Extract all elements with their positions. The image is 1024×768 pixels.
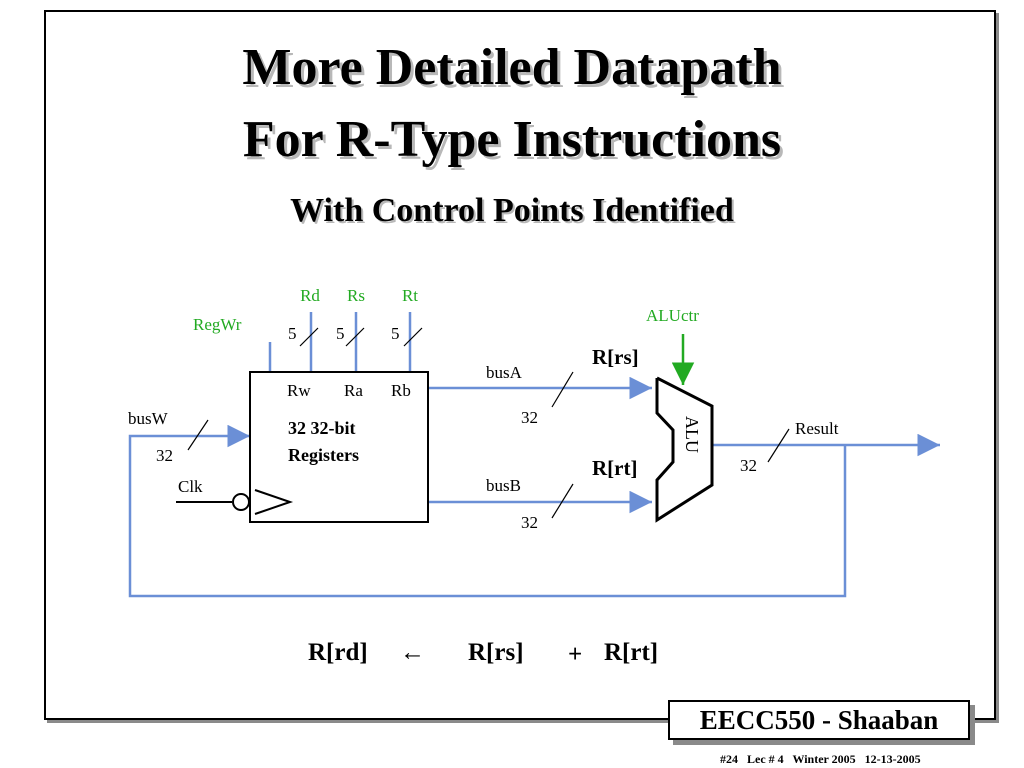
result-width: 32 <box>740 456 757 475</box>
port-rb: Rb <box>391 381 411 400</box>
equation-arrow: ← <box>400 639 425 666</box>
slide-footer: #24 Lec # 4 Winter 2005 12-13-2005 <box>720 752 921 766</box>
clk-inverter-bubble <box>232 493 250 511</box>
clock-edge-symbol <box>254 489 294 515</box>
equation-src2: R[rt] <box>604 639 658 666</box>
register-file <box>249 371 429 523</box>
port-rw: Rw <box>287 381 311 400</box>
course-badge: EECC550 - Shaaban <box>668 700 970 740</box>
slide-subtitle: With Control Points Identified <box>290 192 734 229</box>
equation-src1: R[rs] <box>468 639 524 666</box>
busw-width: 32 <box>156 446 173 465</box>
port-ra: Ra <box>344 381 363 400</box>
alu-input-a-label: R[rs] <box>592 345 639 369</box>
alu-shape <box>655 376 714 523</box>
clk-label: Clk <box>178 477 203 496</box>
alu-input-b-label: R[rt] <box>592 456 637 480</box>
slide-title-line-2: For R-Type Instructions <box>242 111 782 168</box>
busa-label: busA <box>486 363 523 382</box>
alu-label: ALU <box>682 416 702 453</box>
busb-width: 32 <box>521 513 538 532</box>
slide-title-line-1: More Detailed Datapath <box>242 39 782 96</box>
slide-frame <box>44 10 996 720</box>
aluctr-label: ALUctr <box>646 306 699 325</box>
result-label: Result <box>795 419 839 438</box>
rs-width: 5 <box>336 324 345 343</box>
rd-label: Rd <box>300 286 320 305</box>
regwr-label: RegWr <box>193 315 242 334</box>
rt-label: Rt <box>402 286 418 305</box>
rs-label: Rs <box>347 286 365 305</box>
busw-feedback-wire <box>128 424 847 598</box>
equation-dest: R[rd] <box>308 639 368 666</box>
rt-width: 5 <box>391 324 400 343</box>
register-file-label-2: Registers <box>288 445 359 465</box>
register-file-label-1: 32 32-bit <box>288 418 356 438</box>
rd-width: 5 <box>288 324 297 343</box>
busa-width: 32 <box>521 408 538 427</box>
equation-op: + <box>568 641 582 668</box>
busw-label: busW <box>128 409 169 428</box>
busb-label: busB <box>486 476 521 495</box>
